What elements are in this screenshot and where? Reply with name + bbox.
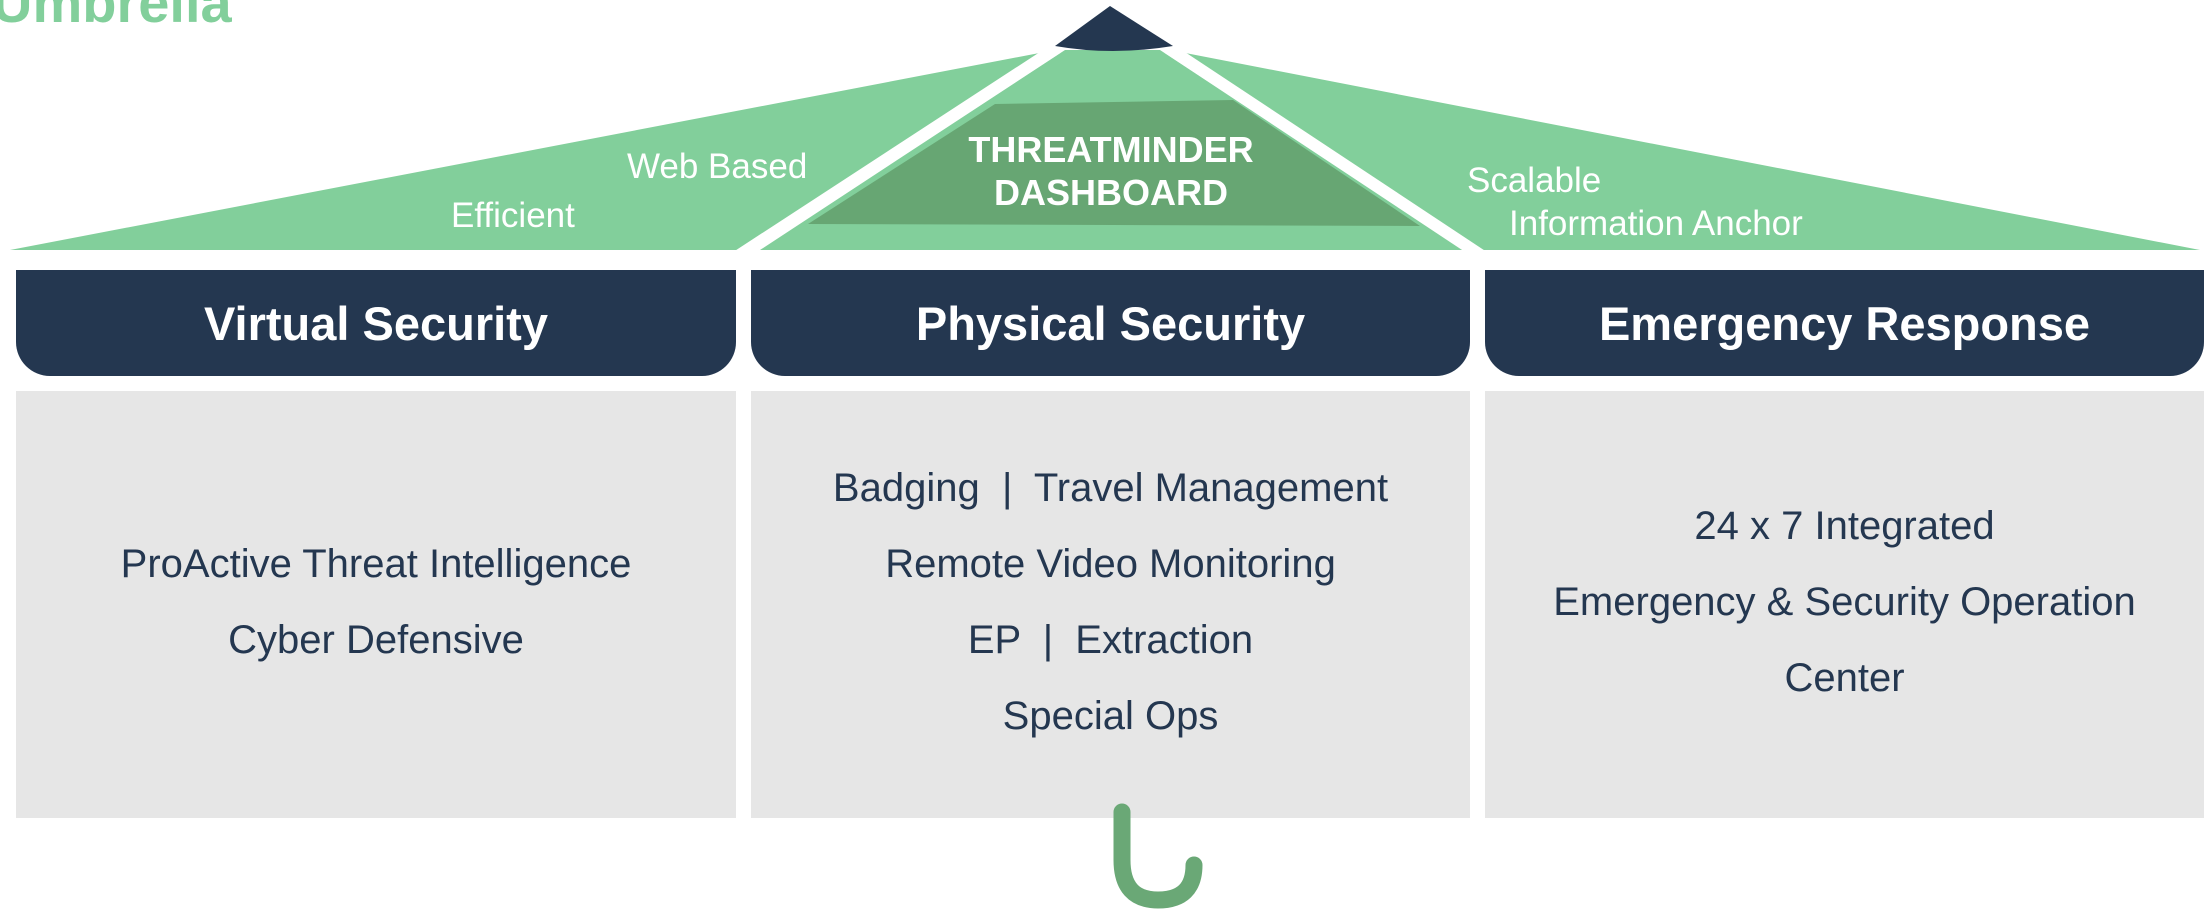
list-item: Emergency & Security Operation [1553,579,2136,624]
label-scalable: Scalable [1467,161,1601,200]
center-label-line2: DASHBOARD [994,172,1228,213]
list-item: Cyber Defensive [228,617,524,662]
diagram-title-partial: Umbrella [0,0,232,34]
center-label-line1: THREATMINDER [968,129,1253,170]
column-body-physical-security: Badging | Travel Management Remote Video… [751,391,1470,818]
label-web-based: Web Based [627,147,807,186]
column-body-virtual-security: ProActive Threat Intelligence Cyber Defe… [16,391,736,818]
label-information-anchor: Information Anchor [1509,204,1803,243]
canopy-right-panel [1170,50,2200,250]
list-item: Badging | Travel Management [832,465,1389,510]
column-body-emergency-response: 24 x 7 Integrated Emergency & Security O… [1485,391,2204,818]
label-efficient: Efficient [451,196,575,235]
list-item: 24 x 7 Integrated [1694,503,1995,548]
column-header-virtual-security: Virtual Security [16,270,736,376]
list-item: ProActive Threat Intelligence [120,541,632,586]
list-item: Center [1784,655,1905,700]
list-item: Special Ops [1002,693,1219,738]
list-item: EP | Extraction [967,617,1254,662]
column-header-emergency-response: Emergency Response [1485,270,2204,376]
umbrella-tip [1055,6,1173,51]
column-header-physical-security: Physical Security [751,270,1470,376]
canopy-left-panel [10,50,1055,250]
list-item: Remote Video Monitoring [885,541,1336,586]
canopy-center-band [808,100,1420,226]
umbrella-canopy: THREATMINDER DASHBOARD Web Based Efficie… [10,6,2200,262]
